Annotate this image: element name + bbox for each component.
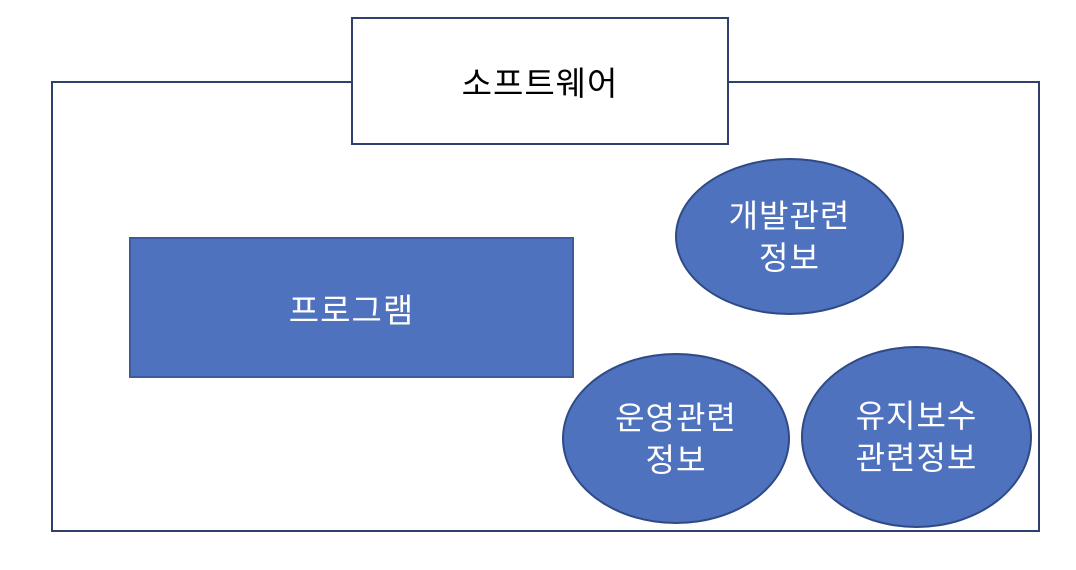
program-box: 프로그램 — [129, 237, 574, 378]
software-title: 소프트웨어 — [461, 64, 619, 103]
development-info-line2: 정보 — [759, 238, 820, 277]
program-label: 프로그램 — [288, 290, 415, 330]
development-info-label: 개발관련 정보 — [729, 195, 851, 279]
operation-info-line1: 운영관련 — [615, 398, 737, 437]
software-title-box: 소프트웨어 — [351, 17, 729, 145]
maintenance-info-line2: 관련정보 — [855, 439, 978, 477]
development-info-line1: 개발관련 — [728, 196, 851, 235]
maintenance-info-line1: 유지보수 — [855, 397, 978, 435]
development-info-ellipse: 개발관련 정보 — [675, 158, 904, 315]
operation-info-line2: 정보 — [645, 440, 707, 479]
maintenance-info-label: 유지보수 관련정보 — [856, 395, 978, 479]
maintenance-info-ellipse: 유지보수 관련정보 — [801, 346, 1032, 528]
operation-info-ellipse: 운영관련 정보 — [562, 353, 790, 524]
operation-info-label: 운영관련 정보 — [615, 397, 737, 481]
